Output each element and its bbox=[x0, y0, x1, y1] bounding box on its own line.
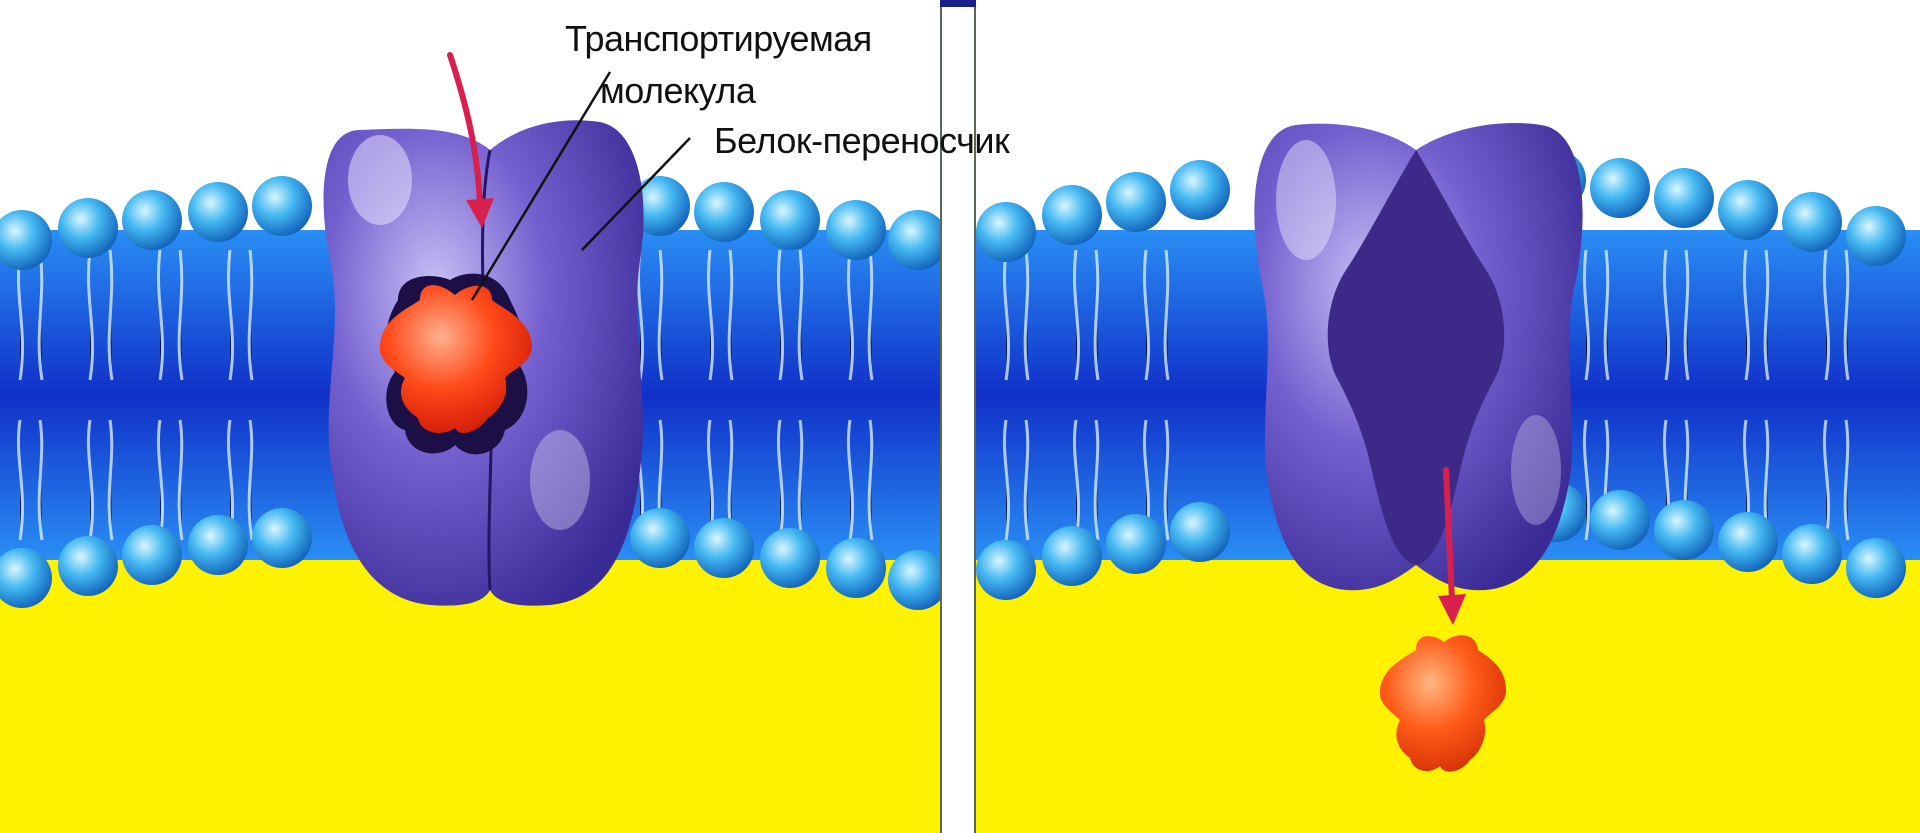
transported-molecule-label: Транспортируемая bbox=[565, 18, 872, 60]
carrier-protein-label: Белок-переносчик bbox=[714, 120, 1009, 162]
panel-right-released bbox=[976, 0, 1920, 833]
transported-molecule-label-line2: молекула bbox=[600, 70, 755, 112]
carrier-protein bbox=[1254, 123, 1582, 590]
